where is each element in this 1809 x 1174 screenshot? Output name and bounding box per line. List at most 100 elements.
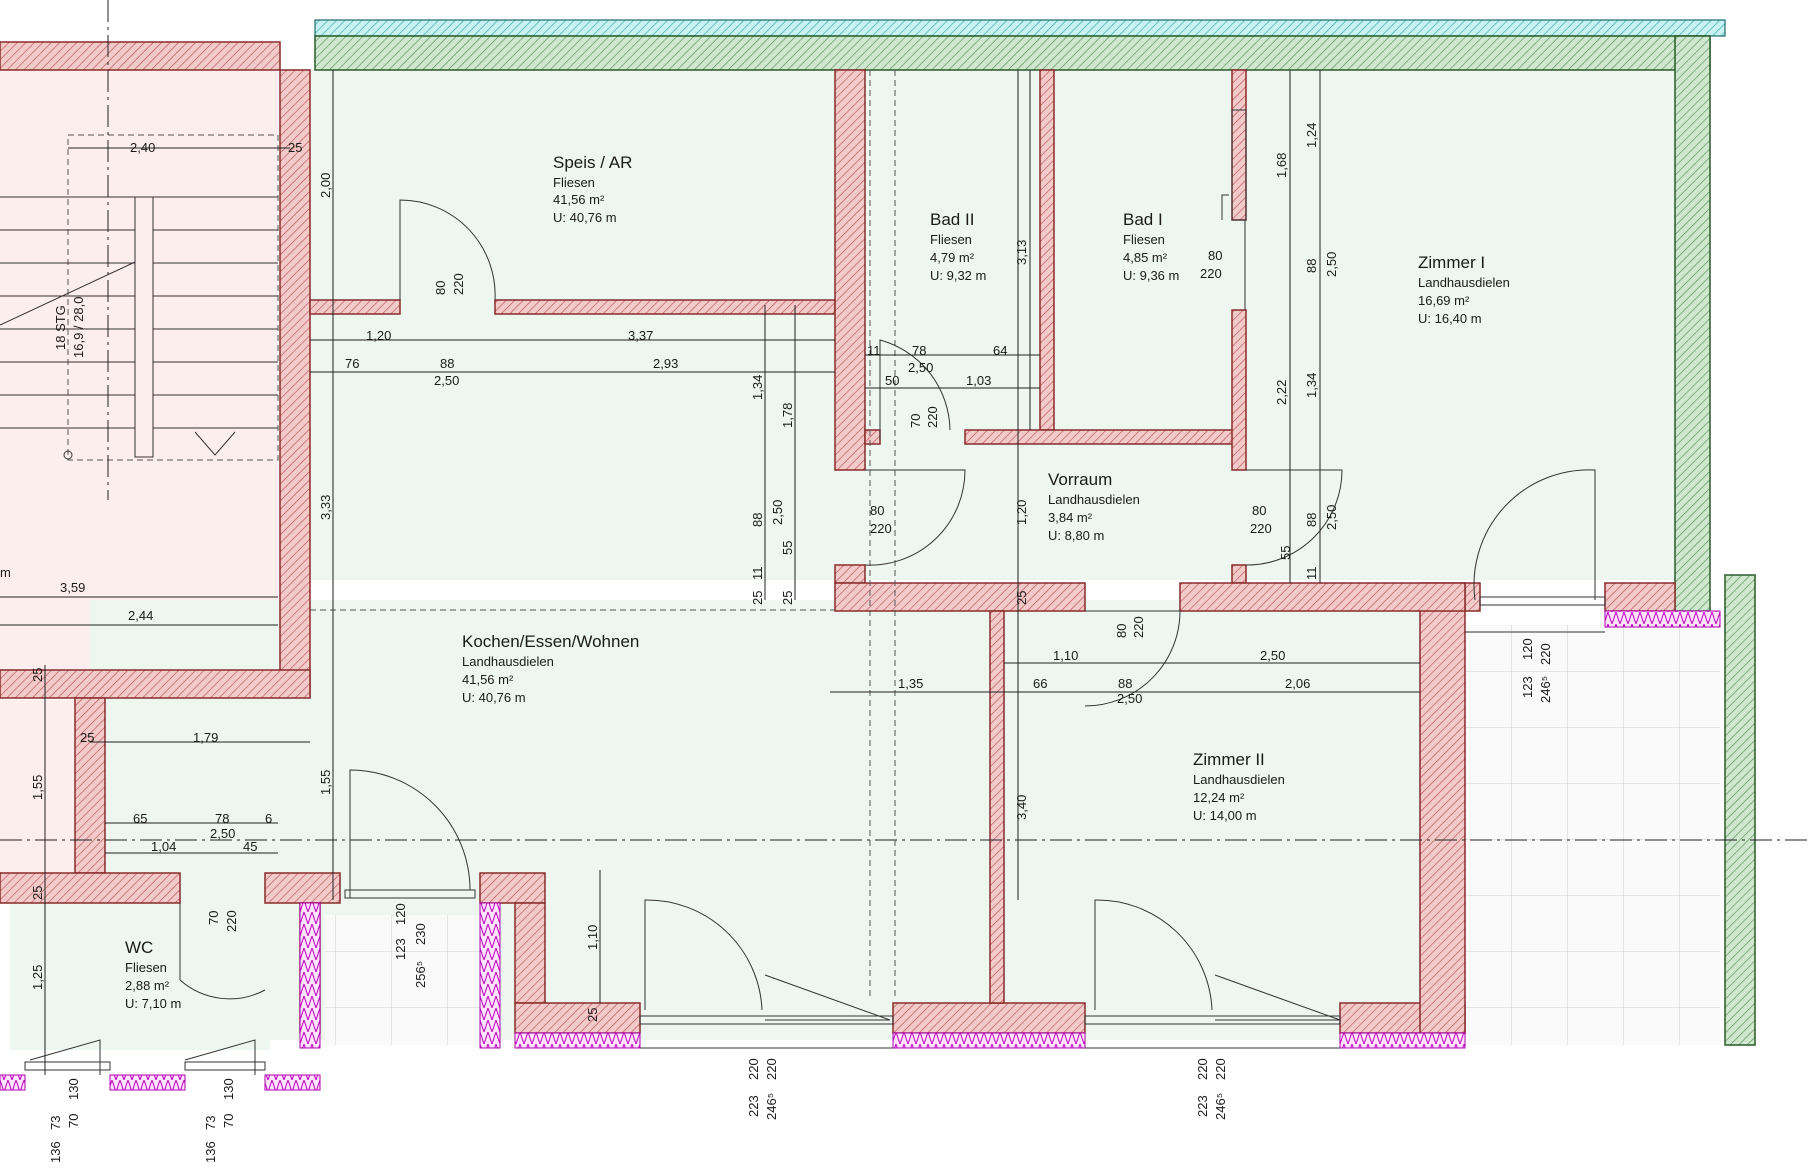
window-frame-terrace bbox=[1479, 596, 1606, 606]
window-door-kochen-a[interactable] bbox=[644, 899, 763, 1011]
window-door-zimmer2-a[interactable] bbox=[1094, 899, 1213, 1011]
room-perimeter: U: 40,76 m bbox=[553, 210, 617, 225]
dim: 78 bbox=[912, 343, 926, 358]
stair-ratio: 16,9 / 28,0 bbox=[71, 297, 86, 358]
window-wc-a[interactable] bbox=[29, 1039, 101, 1075]
door-zimmer2[interactable] bbox=[1084, 610, 1181, 707]
dimension-labels: 2,40 25 1,20 3,37 76 88 2,50 2,93 3,59 2… bbox=[0, 140, 1310, 854]
window-wc-b[interactable] bbox=[184, 1039, 256, 1075]
room-bad1: Bad I Fliesen 4,85 m² U: 9,36 m bbox=[1123, 210, 1179, 283]
window-label: 220 bbox=[1213, 1058, 1228, 1080]
room-floor: Landhausdielen bbox=[1048, 492, 1140, 507]
doors bbox=[29, 109, 1596, 1075]
door-height: 220 bbox=[925, 406, 940, 428]
dim: 11 bbox=[867, 343, 881, 358]
room-bad2: Bad II Fliesen 4,79 m² U: 9,32 m bbox=[930, 210, 986, 283]
window-frame-wc-a bbox=[24, 1061, 111, 1071]
dim: 2,44 bbox=[128, 608, 153, 623]
dim: 3,40 bbox=[1014, 795, 1029, 820]
door-bad1-slider[interactable] bbox=[1231, 109, 1247, 221]
wc-floor bbox=[10, 900, 270, 1050]
window-frame-entry bbox=[344, 889, 476, 899]
door-speis[interactable] bbox=[399, 199, 496, 301]
dim: 1,78 bbox=[780, 403, 795, 428]
door-height: 220 bbox=[451, 273, 466, 295]
terrace-tiles bbox=[1465, 625, 1720, 1045]
dim: 2,50 bbox=[1117, 691, 1142, 706]
dim: 1,20 bbox=[366, 328, 391, 343]
entry-east-wall-top bbox=[479, 872, 546, 904]
room-kochen: Kochen/Essen/Wohnen Landhausdielen 41,56… bbox=[462, 632, 639, 705]
room-zimmer1: Zimmer I Landhausdielen 16,69 m² U: 16,4… bbox=[1418, 253, 1510, 326]
staircase: 18 STG 16,9 / 28,0 bbox=[0, 134, 279, 461]
room-name: Vorraum bbox=[1048, 470, 1112, 489]
window-frame-wc-b bbox=[184, 1061, 266, 1071]
door-width: 80 bbox=[433, 281, 448, 295]
entry-east-wall bbox=[514, 902, 546, 1004]
dim: 50 bbox=[885, 373, 899, 388]
room-area: 2,88 m² bbox=[125, 978, 170, 993]
insulation-wc-a bbox=[0, 1074, 26, 1091]
room-area: 16,69 m² bbox=[1418, 293, 1470, 308]
window-label: 73 bbox=[48, 1116, 63, 1130]
dim: 1,10 bbox=[585, 925, 600, 950]
dimension-labels-vertical: 2,00 3,33 1,55 25 1,55 25 1,25 1,34 1,78… bbox=[30, 123, 1339, 1022]
dim: 2,50 bbox=[210, 826, 235, 841]
room-area: 41,56 m² bbox=[553, 192, 605, 207]
zimmer1-south-wall-b bbox=[1604, 582, 1676, 612]
dim: 1,55 bbox=[30, 775, 45, 800]
dim: 1,10 bbox=[1053, 648, 1078, 663]
insulation-entry-east bbox=[479, 902, 501, 1049]
window-label: 136 bbox=[203, 1141, 218, 1163]
window-door-kochen-b[interactable] bbox=[764, 974, 891, 1021]
stair-floor bbox=[0, 60, 278, 670]
dim: 25 bbox=[585, 1008, 600, 1022]
door-height: 220 bbox=[870, 521, 892, 536]
stair-start bbox=[63, 450, 73, 460]
dim: 11 bbox=[1304, 567, 1319, 581]
room-area: 12,24 m² bbox=[1193, 790, 1245, 805]
door-terrace[interactable] bbox=[1473, 469, 1596, 601]
room-perimeter: U: 14,00 m bbox=[1193, 808, 1257, 823]
dim: 55 bbox=[780, 541, 795, 555]
room-zimmer2: Zimmer II Landhausdielen 12,24 m² U: 14,… bbox=[1193, 750, 1285, 823]
door-bad2[interactable] bbox=[879, 339, 951, 440]
floor-areas bbox=[0, 60, 1720, 1050]
door-width: 70 bbox=[908, 414, 923, 428]
dim: 55 bbox=[1278, 546, 1293, 560]
insulation-wc-c bbox=[264, 1074, 321, 1091]
misc-m: m bbox=[0, 565, 11, 580]
door-entry[interactable] bbox=[349, 769, 471, 898]
room-name: Bad I bbox=[1123, 210, 1163, 229]
room-name: Kochen/Essen/Wohnen bbox=[462, 632, 639, 651]
window-label: 246⁵ bbox=[1538, 676, 1553, 703]
door-height: 220 bbox=[1200, 266, 1222, 281]
room-name: Bad II bbox=[930, 210, 974, 229]
roof-edge bbox=[314, 19, 1726, 37]
window-frames bbox=[24, 596, 1606, 1071]
door-wc[interactable] bbox=[179, 903, 266, 1000]
insulation-terrace bbox=[1604, 610, 1721, 628]
window-label: 223 bbox=[746, 1095, 761, 1117]
door-width: 80 bbox=[1208, 248, 1222, 263]
window-label: 130 bbox=[66, 1078, 81, 1100]
south-wall-a bbox=[514, 1002, 641, 1034]
insulation bbox=[0, 610, 1721, 1091]
dim: 25 bbox=[80, 730, 94, 745]
zimmer2-west-wall bbox=[989, 610, 1005, 1004]
bad1-east-wall-stub bbox=[1231, 564, 1247, 584]
dim: 3,13 bbox=[1014, 240, 1029, 265]
room-area: 41,56 m² bbox=[462, 672, 514, 687]
door-height: 220 bbox=[1131, 616, 1146, 638]
door-height: 220 bbox=[1250, 521, 1272, 536]
window-label: 246⁵ bbox=[764, 1093, 779, 1120]
dim: 1,25 bbox=[30, 965, 45, 990]
door-kochen[interactable] bbox=[864, 469, 966, 566]
dim: 2,00 bbox=[318, 173, 333, 198]
bad-south-wall bbox=[964, 429, 1236, 445]
insulation-south-a bbox=[514, 1032, 641, 1049]
window-label: 220 bbox=[746, 1058, 761, 1080]
door-vorraum-zimmer1[interactable] bbox=[1245, 469, 1343, 566]
zimmer2-east-wall bbox=[1419, 582, 1466, 1034]
room-floor: Landhausdielen bbox=[1193, 772, 1285, 787]
